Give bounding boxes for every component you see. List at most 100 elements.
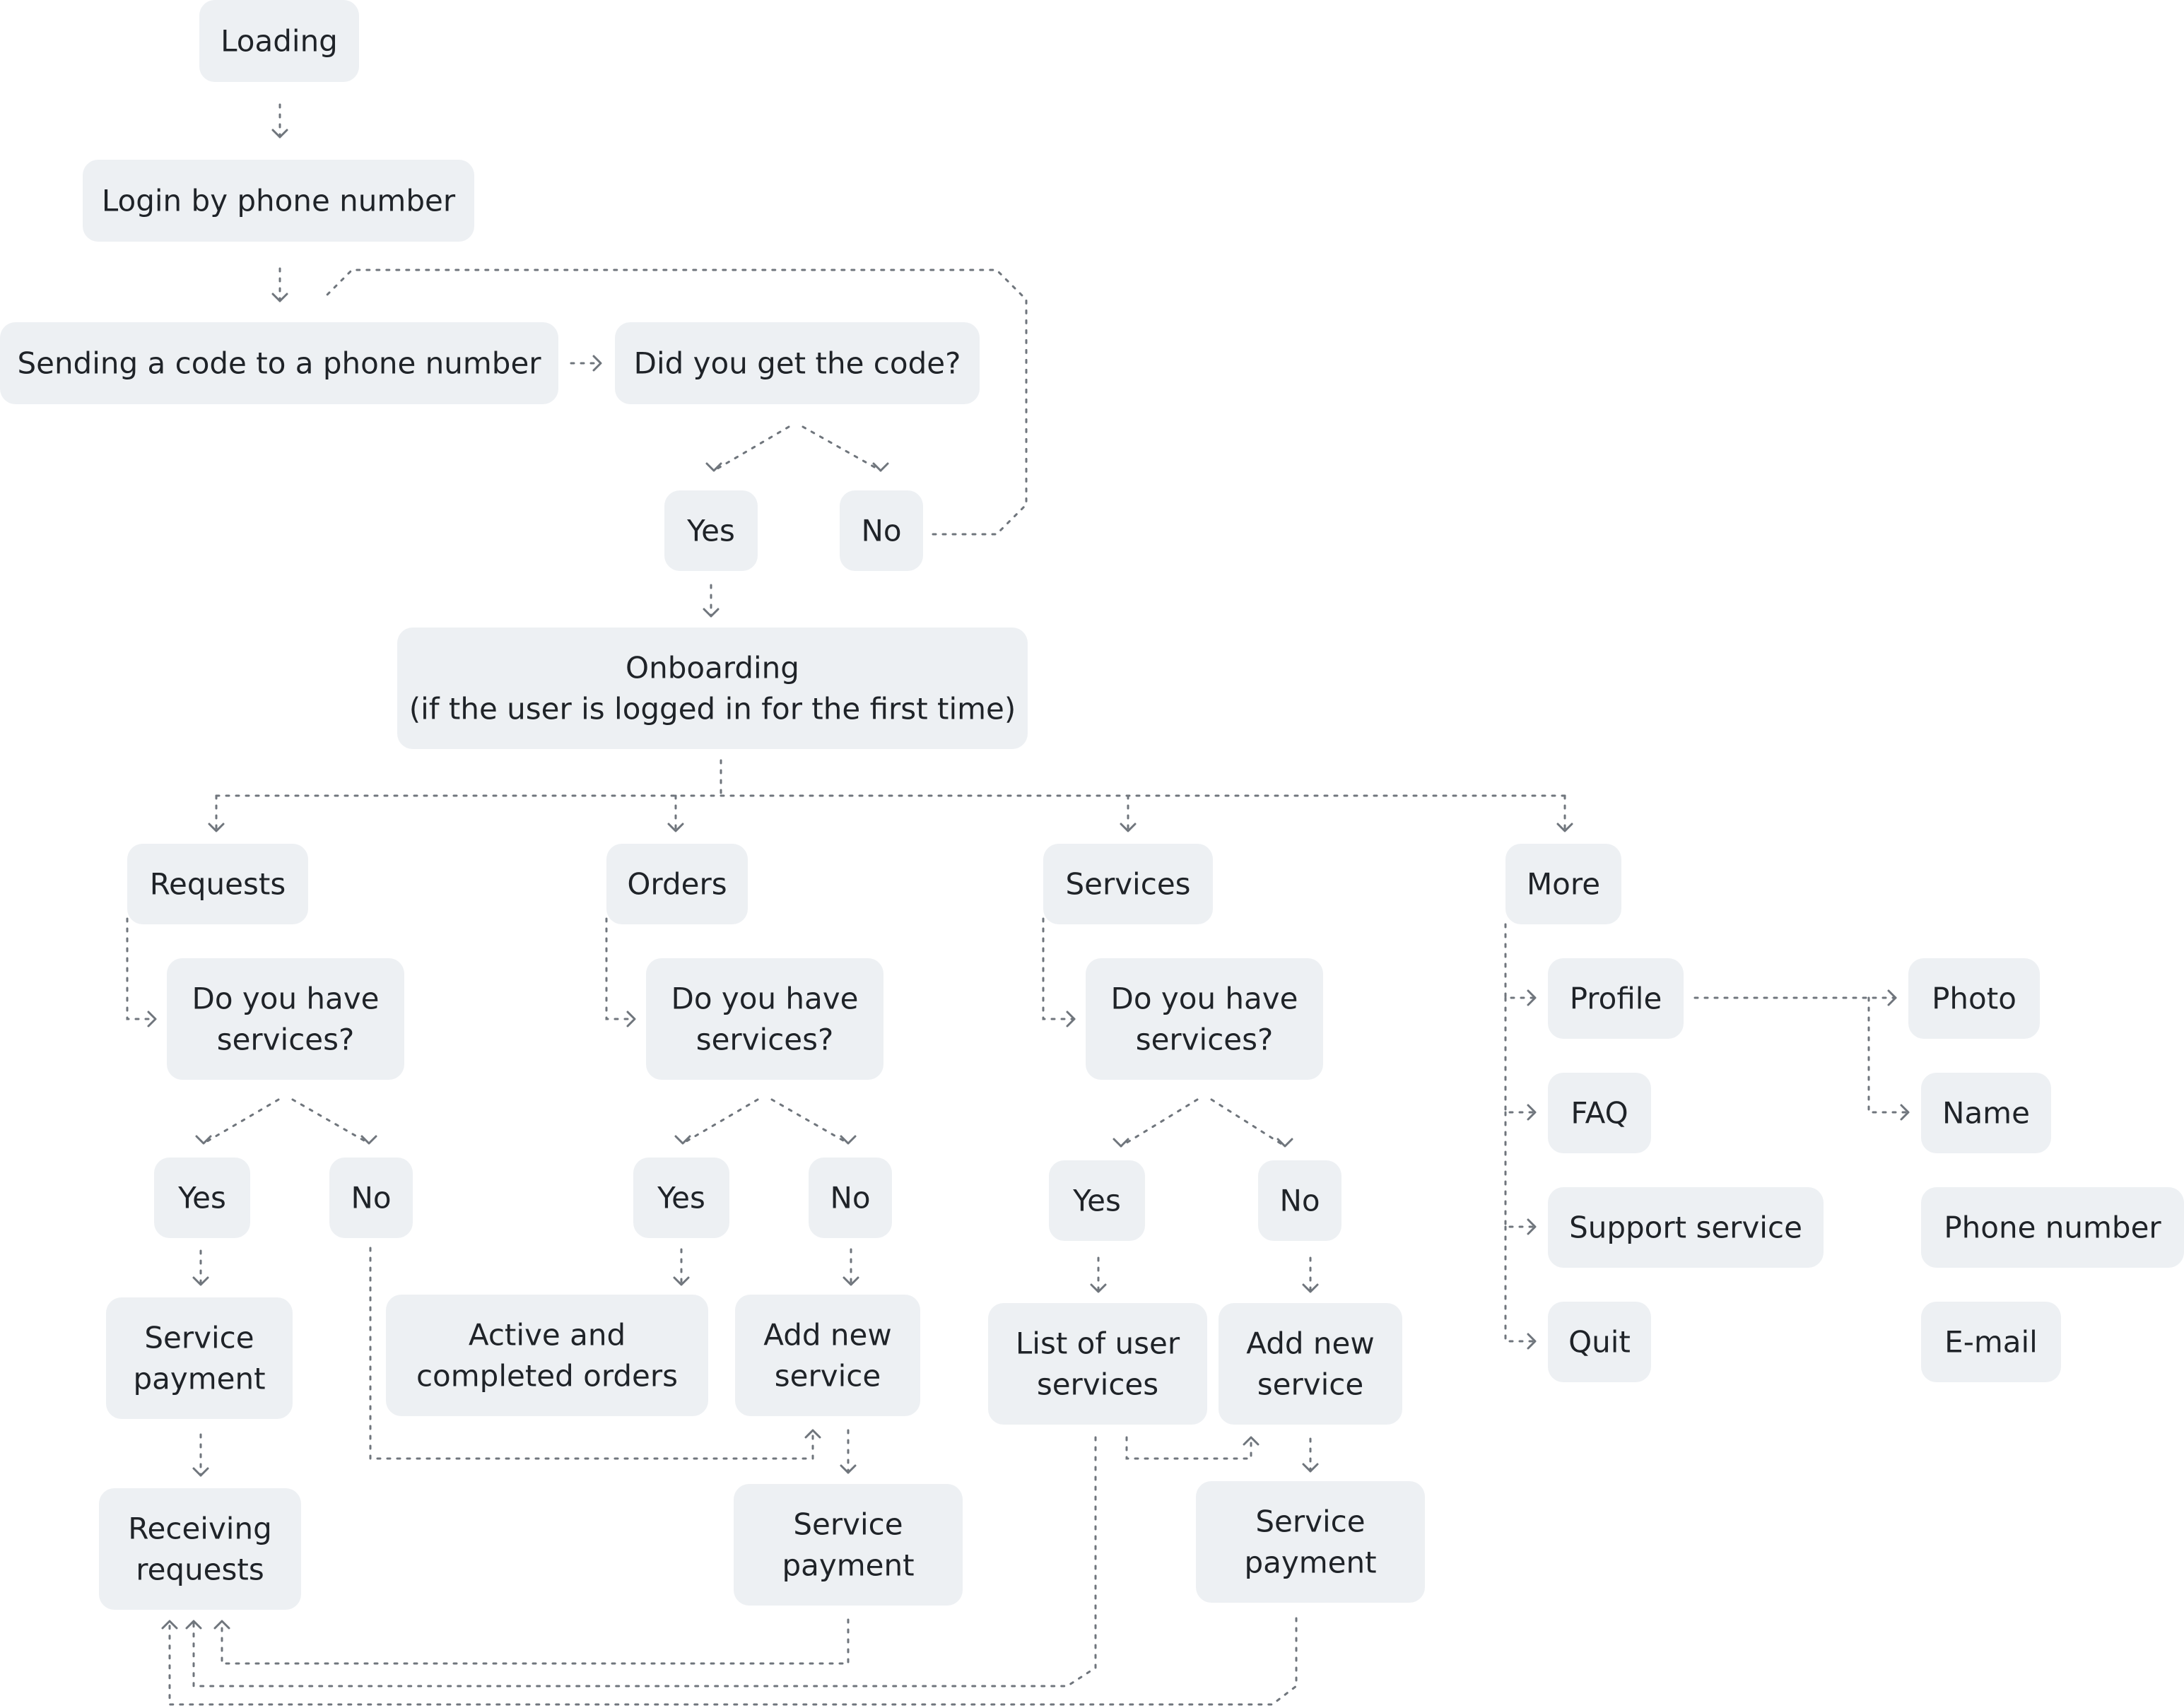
node-box xyxy=(1548,1302,1651,1382)
edge-ord-add-to-ord-payment xyxy=(673,1248,690,1286)
edge-srv-add-to-srv-payment xyxy=(1302,1256,1319,1293)
arrowhead-icon xyxy=(1556,823,1573,832)
node-label: Support service xyxy=(1569,1211,1802,1245)
node-label: services? xyxy=(696,1023,834,1057)
node-orders: Orders xyxy=(606,844,748,924)
edge-orders-to-ord-have xyxy=(1556,794,1573,832)
node-box xyxy=(154,1158,250,1238)
arrowhead-icon xyxy=(360,1135,377,1145)
edge-loading-to-login xyxy=(271,103,288,139)
node-email: E-mail xyxy=(1921,1302,2061,1382)
arrowhead-icon xyxy=(673,1276,690,1286)
node-label: services? xyxy=(1136,1023,1274,1057)
node-label: No xyxy=(1279,1184,1320,1218)
arrowhead-icon xyxy=(674,1135,691,1145)
arrowhead-icon xyxy=(1090,1283,1107,1293)
connector-line xyxy=(192,1436,1097,1688)
node-box xyxy=(1548,1073,1651,1153)
node-box xyxy=(633,1158,729,1238)
arrowhead-icon xyxy=(1066,1011,1076,1027)
node-quit: Quit xyxy=(1548,1302,1651,1382)
connector-line xyxy=(324,269,1028,536)
connector-line xyxy=(1867,996,1910,1114)
node-more: More xyxy=(1505,844,1621,924)
node-box xyxy=(840,490,923,571)
arrowhead-icon xyxy=(667,823,684,832)
arrowhead-icon xyxy=(1900,1104,1910,1121)
edge-srv-no-to-srv-add xyxy=(840,1429,857,1474)
arrowhead-icon xyxy=(161,1620,178,1630)
connector-line xyxy=(1210,1098,1286,1148)
node-label: FAQ xyxy=(1571,1096,1628,1131)
node-label: Active and xyxy=(469,1318,626,1353)
node-label: Did you get the code? xyxy=(634,346,961,381)
node-label: payment xyxy=(133,1362,265,1396)
arrowhead-icon xyxy=(1243,1436,1260,1446)
node-box xyxy=(83,160,474,242)
node-box xyxy=(988,1303,1207,1425)
edge-more-to-quit xyxy=(1504,996,1537,1121)
node-label: service xyxy=(1257,1367,1363,1402)
node-label: service xyxy=(775,1359,881,1394)
edge-got-code-to-code-no xyxy=(802,425,889,472)
connector-line xyxy=(712,425,790,472)
edge-code-yes-to-onboarding xyxy=(703,584,720,618)
node-label: Service xyxy=(793,1507,903,1542)
node-box xyxy=(1505,844,1621,924)
node-label: Yes xyxy=(657,1181,705,1215)
node-label: Phone number xyxy=(1944,1211,2161,1245)
arrowhead-icon xyxy=(1887,989,1897,1006)
edge-ord-have-to-ord-no xyxy=(291,1098,377,1145)
edge-profile-to-email xyxy=(1867,996,1910,1121)
node-box xyxy=(1548,958,1684,1039)
edge-user-services-to-srv-add xyxy=(1090,1256,1107,1293)
arrowhead-icon xyxy=(1527,1104,1537,1121)
edge-more-to-faq xyxy=(161,1617,1298,1706)
node-label: Do you have xyxy=(1111,982,1298,1016)
connector-line xyxy=(681,1098,759,1145)
node-label: Do you have xyxy=(192,982,380,1016)
connector-line xyxy=(605,917,636,1020)
node-label: services xyxy=(1037,1367,1158,1402)
node-profile: Profile xyxy=(1548,958,1684,1039)
edge-services-to-srv-have xyxy=(126,917,157,1027)
node-label: No xyxy=(351,1181,391,1215)
edge-req-no-to-ord-add xyxy=(192,1249,209,1286)
node-label: Service xyxy=(1255,1504,1365,1539)
node-box xyxy=(1548,1187,1824,1268)
node-label: Quit xyxy=(1568,1325,1631,1360)
node-srv-yes: Yes xyxy=(1049,1160,1145,1241)
node-label: (if the user is logged in for the first … xyxy=(409,692,1016,726)
arrowhead-icon xyxy=(1527,989,1537,1006)
arrowhead-icon xyxy=(840,1464,857,1474)
node-label: No xyxy=(830,1181,870,1215)
node-label: Yes xyxy=(177,1181,226,1215)
arrowhead-icon xyxy=(703,608,720,618)
node-box xyxy=(664,490,758,571)
connector-line xyxy=(221,1618,850,1665)
node-label: Requests xyxy=(150,867,286,902)
node-label: Orders xyxy=(627,867,727,902)
arrowhead-icon xyxy=(840,1135,857,1145)
arrowhead-icon xyxy=(1276,1138,1293,1148)
arrowhead-icon xyxy=(213,1620,230,1630)
edge-ord-have-to-ord-yes xyxy=(195,1098,280,1145)
connector-line xyxy=(1125,1436,1252,1460)
node-label: Photo xyxy=(1932,982,2016,1016)
node-box xyxy=(1049,1160,1145,1241)
arrowhead-icon xyxy=(1302,1463,1319,1473)
node-onboarding: Onboarding(if the user is logged in for … xyxy=(397,628,1028,749)
node-label: Profile xyxy=(1570,982,1662,1016)
node-box xyxy=(1258,1160,1341,1241)
node-label: Add new xyxy=(763,1318,891,1353)
arrowhead-icon xyxy=(271,129,288,139)
arrowhead-icon xyxy=(1302,1283,1319,1293)
edge-ord-no-to-ord-add xyxy=(369,1247,821,1460)
connector-line xyxy=(770,1098,850,1145)
connectors xyxy=(126,103,1910,1706)
